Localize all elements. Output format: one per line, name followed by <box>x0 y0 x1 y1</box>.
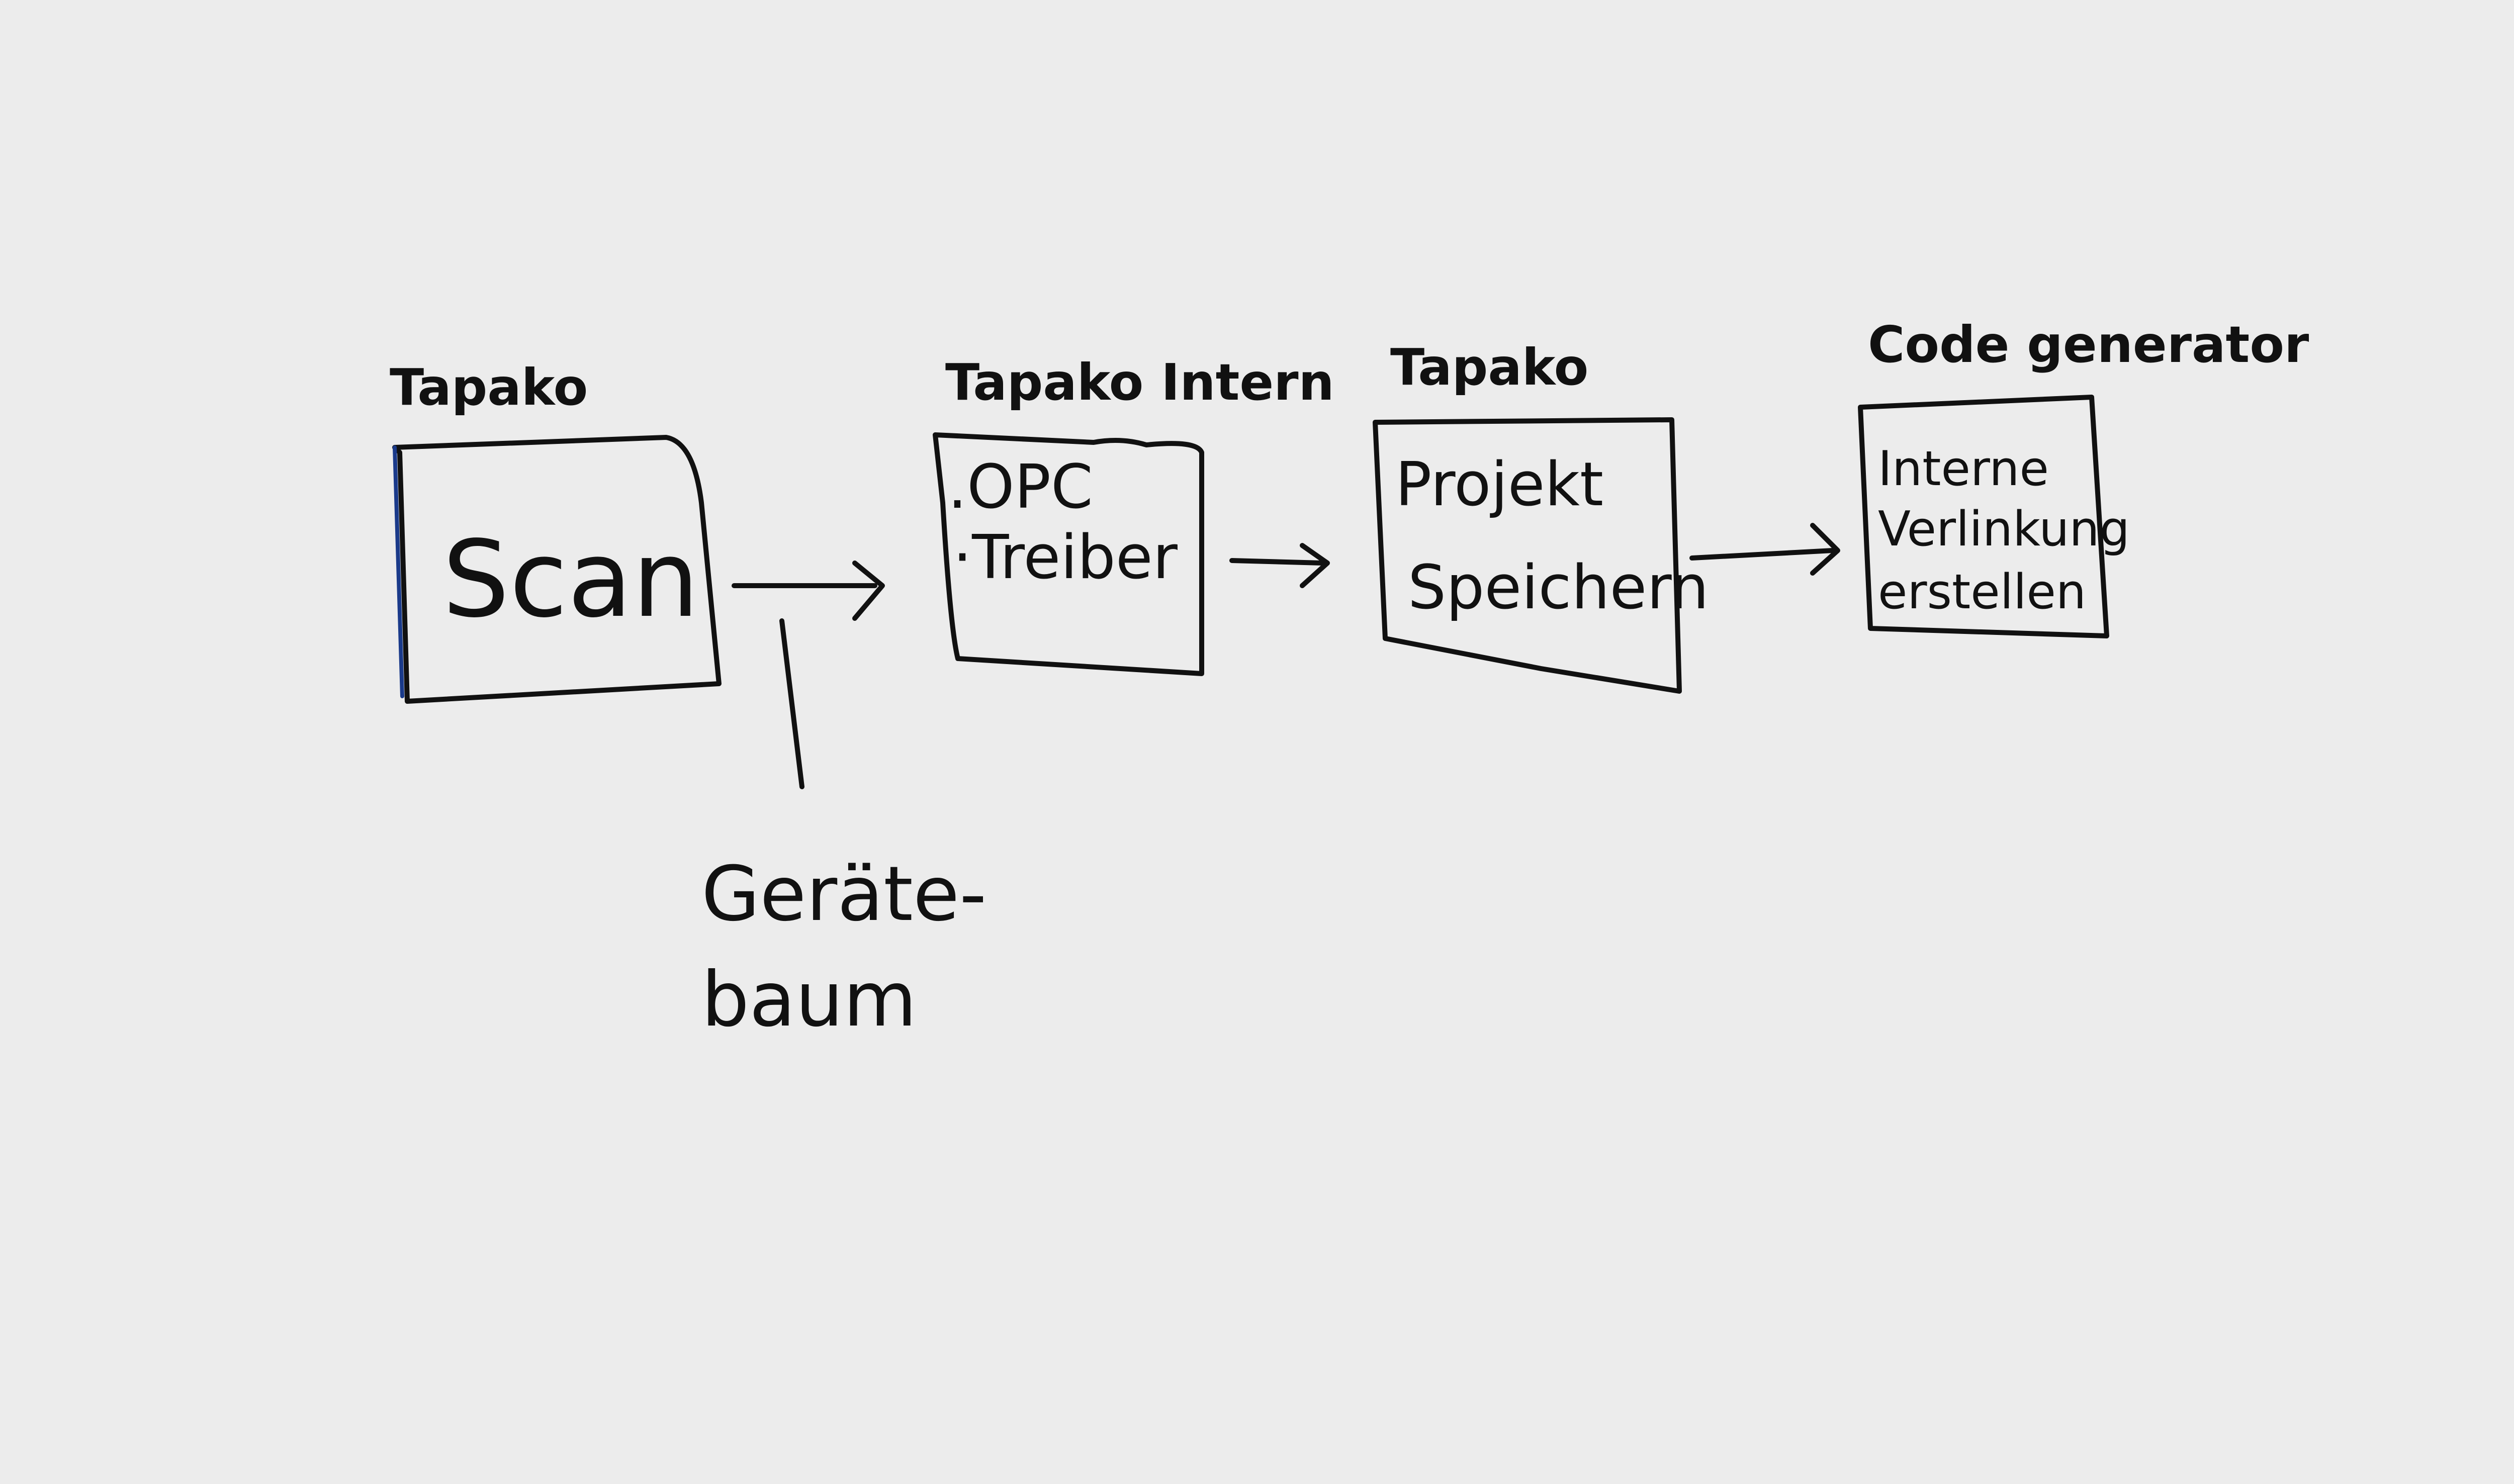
branch-note-line-1: Geräte- <box>701 851 986 938</box>
step-2-text-line-1: .OPC <box>948 452 1093 522</box>
step-1-text-line-1: Scan <box>442 518 699 641</box>
step-1-owner-label: Tapako <box>390 358 588 417</box>
step-4-owner-label: Code generator <box>1868 315 2309 374</box>
step-2-box <box>933 432 1204 676</box>
step-3-text-line-2: Speichern <box>1408 553 1709 623</box>
step-4-text-line-3: erstellen <box>1878 565 2086 620</box>
step-2-text-line-2: ·Treiber <box>953 523 1178 593</box>
step-4-box <box>1858 395 2109 638</box>
arrow-step-2-to-step-3-head <box>1300 543 1330 588</box>
step-4-text-line-1: Interne <box>1878 441 2049 497</box>
step-1-box <box>392 435 722 704</box>
arrow-step-1-to-step-2-head <box>852 561 885 621</box>
step-1-box-edge <box>393 445 404 698</box>
step-3-box <box>1373 417 1682 694</box>
step-4-text-line-2: Verlinkung <box>1878 502 2130 557</box>
arrow-step-3-to-step-4 <box>1689 548 1835 561</box>
arrow-step-3-to-step-4-head <box>1810 523 1840 576</box>
arrow-step-2-to-step-3 <box>1229 558 1325 566</box>
step-2-owner-label: Tapako Intern <box>945 353 1334 412</box>
branch-note-line-2: baum <box>701 956 917 1044</box>
branch-connector-line <box>779 618 804 789</box>
step-3-owner-label: Tapako <box>1390 338 1588 397</box>
step-3-text-line-1: Projekt <box>1395 450 1603 520</box>
